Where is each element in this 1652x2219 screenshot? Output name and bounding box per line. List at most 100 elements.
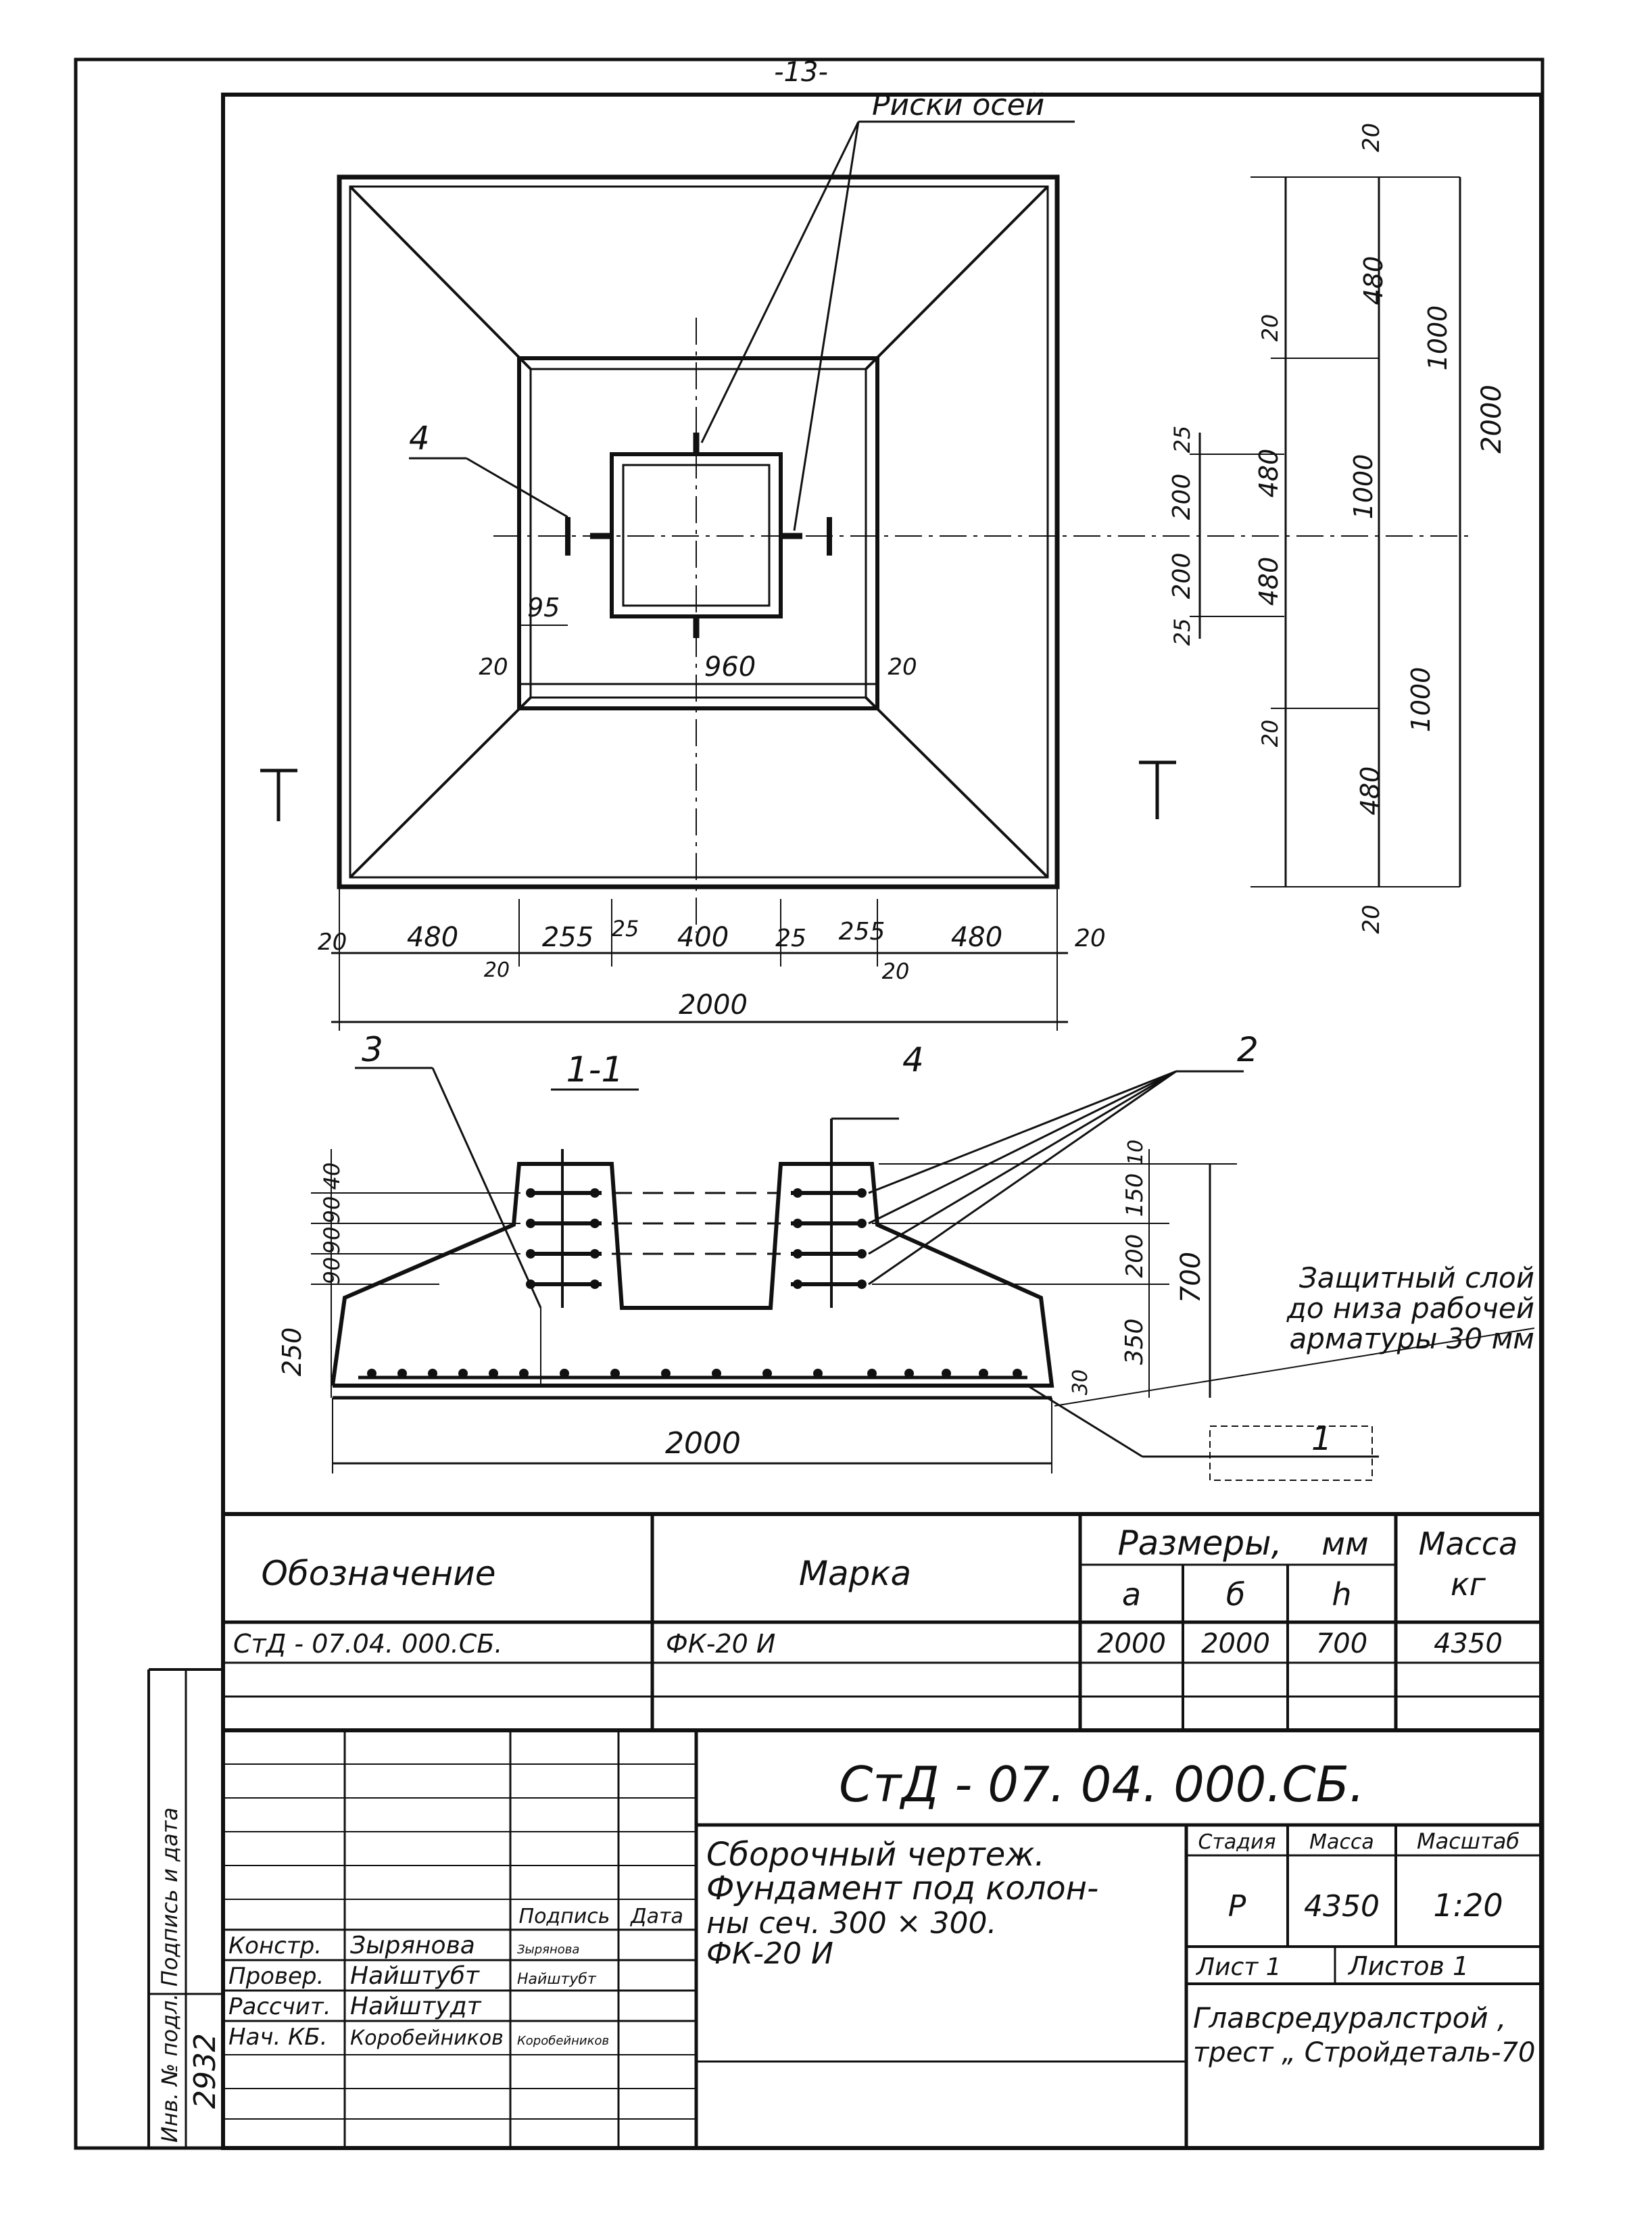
wall-rebar-dot — [526, 1188, 535, 1198]
bottom-dim-1: 480 — [407, 922, 458, 953]
note-line-3: арматуры 30 мм — [1290, 1322, 1534, 1355]
wall-rebar-dot — [857, 1249, 867, 1259]
right-480-c: 480 — [1254, 557, 1284, 606]
bottom-dim-0: 20 — [318, 929, 347, 956]
right-25-bottom: 25 — [1169, 618, 1195, 646]
section-pos4: 4 — [902, 1040, 924, 1079]
right-480-top: 480 — [1359, 256, 1388, 306]
pos1-leader — [1027, 1384, 1143, 1458]
wall-rebar-dot — [857, 1219, 867, 1228]
tb-stage-label: Стадия — [1198, 1830, 1276, 1854]
tb-org-2: трест „ Стройдеталь-70 — [1193, 2037, 1535, 2068]
tb-signature-3: Коробейников — [517, 2034, 609, 2048]
plan-slope-br — [865, 696, 1049, 879]
tb-scale-label: Масштаб — [1417, 1828, 1520, 1854]
bottom-rebar-dot — [712, 1369, 721, 1378]
right-20-a: 20 — [1257, 314, 1283, 342]
spec-row-mark: ФК-20 И — [666, 1629, 775, 1659]
axis-marks-leader-2 — [793, 121, 860, 531]
tb-name-1: Найштубт — [350, 1962, 480, 1990]
dim-960-text: 960 — [704, 652, 756, 683]
tb-sheets-label: Листов 1 — [1347, 1951, 1469, 1981]
section-right-dim-1: 150 — [1121, 1173, 1148, 1217]
right-480-b: 480 — [1254, 449, 1284, 498]
tb-stage-value: Р — [1228, 1889, 1246, 1924]
tb-name-2: Найштудт — [350, 1993, 482, 2020]
pos3-leader — [431, 1067, 542, 1309]
plan-slope-tl — [349, 185, 532, 370]
tb-role-0: Констр. — [228, 1932, 322, 1959]
note-line-1: Защитный слой — [1299, 1261, 1534, 1294]
plan-outer-inner-line — [349, 185, 1049, 879]
wall-rebar-dot — [526, 1249, 535, 1259]
page-number: -13- — [774, 57, 828, 88]
tb-sheet-label: Лист 1 — [1195, 1953, 1282, 1981]
right-2000: 2000 — [1476, 385, 1507, 454]
bottom-rebar-dot — [979, 1369, 988, 1378]
spec-row-b: 2000 — [1201, 1628, 1270, 1659]
axis-marks-label: Риски осей — [872, 88, 1044, 122]
tb-name-0: Зырянова — [350, 1932, 475, 1959]
note-line-2: до низа рабочей — [1286, 1292, 1534, 1325]
tb-org-1: Главсредуралстрой , — [1193, 2001, 1506, 2034]
spec-row-mass: 4350 — [1434, 1628, 1503, 1659]
bottom-rebar-dot — [519, 1369, 529, 1378]
right-20-b: 20 — [1257, 720, 1283, 748]
tb-desc-1: Сборочный чертеж. — [706, 1836, 1045, 1874]
tb-desc-4: ФК-20 И — [706, 1936, 833, 1971]
plan-pos4-label: 4 — [409, 420, 430, 458]
tb-mass-label: Масса — [1309, 1830, 1374, 1854]
section-outline — [331, 1162, 1054, 1388]
bottom-rebar-dot — [560, 1369, 569, 1378]
section-title: 1-1 — [566, 1050, 624, 1090]
wall-rebar-dot — [526, 1279, 535, 1289]
spec-col-designation: Обозначение — [262, 1554, 496, 1593]
bottom-rebar-dot — [458, 1369, 468, 1378]
dim-20-right-text: 20 — [888, 654, 917, 681]
bottom-dim-5: 25 — [775, 925, 806, 952]
tb-signature-header: Подпись — [519, 1905, 610, 1928]
section-left-dim-3: 90 — [319, 1257, 345, 1285]
spec-table — [223, 1512, 1541, 1730]
bottom-dim-8: 20 — [1075, 925, 1106, 952]
spec-col-sizes-unit: мм — [1321, 1526, 1368, 1562]
plan-view — [260, 120, 1474, 1031]
bottom-dim-3: 25 — [612, 916, 639, 942]
section-left-dim-4: 250 — [277, 1327, 307, 1377]
bottom-total-text: 2000 — [679, 990, 748, 1021]
bottom-rebar-dot — [1013, 1369, 1022, 1378]
bottom-small-20a: 20 — [484, 958, 510, 982]
bottom-dim-7: 480 — [951, 922, 1002, 953]
wall-rebar-dot — [590, 1188, 600, 1198]
bottom-rebar-dot — [661, 1369, 671, 1378]
wall-rebar-dot — [793, 1188, 802, 1198]
dim-95-text: 95 — [527, 593, 560, 623]
bottom-small-20b: 20 — [882, 958, 910, 984]
wall-rebar-dot — [590, 1219, 600, 1228]
right-200-top: 200 — [1168, 474, 1196, 520]
bottom-rebar-dot — [428, 1369, 437, 1378]
bottom-rebar-dot — [397, 1369, 407, 1378]
section-left-dim-0: 40 — [319, 1163, 345, 1190]
tb-doc-code: СтД - 07. 04. 000.СБ. — [839, 1756, 1365, 1813]
section-pos3: 3 — [362, 1030, 383, 1069]
plan-middle-inner-line — [529, 368, 867, 699]
tb-role-3: Нач. КБ. — [228, 2024, 327, 2051]
spec-col-sizes: Размеры, — [1118, 1523, 1282, 1563]
section-view — [311, 1067, 1535, 1481]
tb-desc-2: Фундамент под колон- — [706, 1870, 1098, 1907]
spec-col-mass: Масса — [1419, 1526, 1518, 1562]
spec-row-h: 700 — [1316, 1628, 1367, 1659]
tb-signature-0: Зырянова — [517, 1943, 579, 1957]
right-200-bottom: 200 — [1168, 553, 1196, 600]
right-1000-bottom: 1000 — [1406, 667, 1436, 733]
wall-rebar-dot — [857, 1279, 867, 1289]
plan-middle-step — [517, 356, 879, 710]
spec-row-designation: СтД - 07.04. 000.СБ. — [233, 1629, 502, 1659]
bottom-rebar-dot — [904, 1369, 914, 1378]
wall-rebar-dot — [857, 1188, 867, 1198]
section-right-dim-2: 200 — [1121, 1234, 1148, 1278]
pos2-leader-1 — [868, 1070, 1177, 1194]
tb-role-2: Рассчит. — [228, 1993, 331, 2020]
